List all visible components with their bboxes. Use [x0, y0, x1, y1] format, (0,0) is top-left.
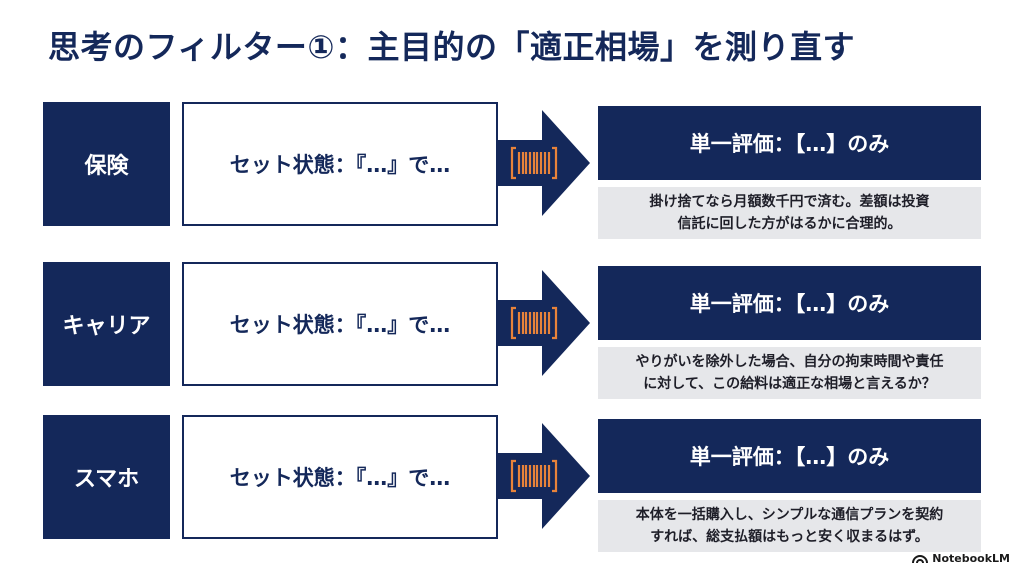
barcode-icon: [510, 459, 558, 493]
set-state-box: セット状態：『…』で…: [182, 415, 498, 539]
comparison-row: キャリア セット状態：『…』で… 単一評価：【…】のみ やりがいを除外した場合、…: [0, 262, 1024, 399]
barcode-icon: [510, 306, 558, 340]
explanation-line: 信託に回した方がはるかに合理的。: [677, 216, 902, 232]
notebooklm-badge: NotebookLM: [912, 552, 1010, 565]
right-arrow-icon: [498, 423, 590, 529]
single-evaluation-box: 単一評価：【…】のみ: [598, 266, 981, 340]
category-label: キャリア: [43, 262, 170, 386]
explanation-box: 掛け捨てなら月額数千円で済む。差額は投資 信託に回した方がはるかに合理的。: [598, 187, 981, 239]
explanation-box: 本体を一括購入し、シンプルな通信プランを契約 すれば、総支払額はもっと安く収まる…: [598, 500, 981, 552]
right-arrow-icon: [498, 110, 590, 216]
barcode-icon: [510, 146, 558, 180]
comparison-row: スマホ セット状態：『…』で… 単一評価：【…】のみ 本体を一括購入し、シンプル…: [0, 415, 1024, 552]
single-evaluation-box: 単一評価：【…】のみ: [598, 419, 981, 493]
badge-label: NotebookLM: [932, 552, 1010, 565]
category-label: 保険: [43, 102, 170, 226]
comparison-row: 保険 セット状態：『…』で… 単一評価：【…】のみ 掛け捨てなら月額数千円で済む…: [0, 102, 1024, 239]
set-state-box: セット状態：『…』で…: [182, 262, 498, 386]
explanation-line: 掛け捨てなら月額数千円で済む。差額は投資: [649, 194, 930, 210]
page-title: 思考のフィルター①：主目的の「適正相場」を測り直す: [48, 28, 855, 66]
notebooklm-logo-icon: [912, 555, 929, 564]
explanation-box: やりがいを除外した場合、自分の拘束時間や責任 に対して、この給料は適正な相場と言…: [598, 347, 981, 399]
category-label: スマホ: [43, 415, 170, 539]
explanation-line: に対して、この給料は適正な相場と言えるか？: [643, 376, 936, 392]
explanation-line: やりがいを除外した場合、自分の拘束時間や責任: [635, 354, 944, 370]
right-arrow-icon: [498, 270, 590, 376]
set-state-box: セット状態：『…』で…: [182, 102, 498, 226]
single-evaluation-box: 単一評価：【…】のみ: [598, 106, 981, 180]
explanation-line: 本体を一括購入し、シンプルな通信プランを契約: [635, 507, 944, 523]
explanation-line: すれば、総支払額はもっと安く収まるはず。: [650, 529, 929, 545]
